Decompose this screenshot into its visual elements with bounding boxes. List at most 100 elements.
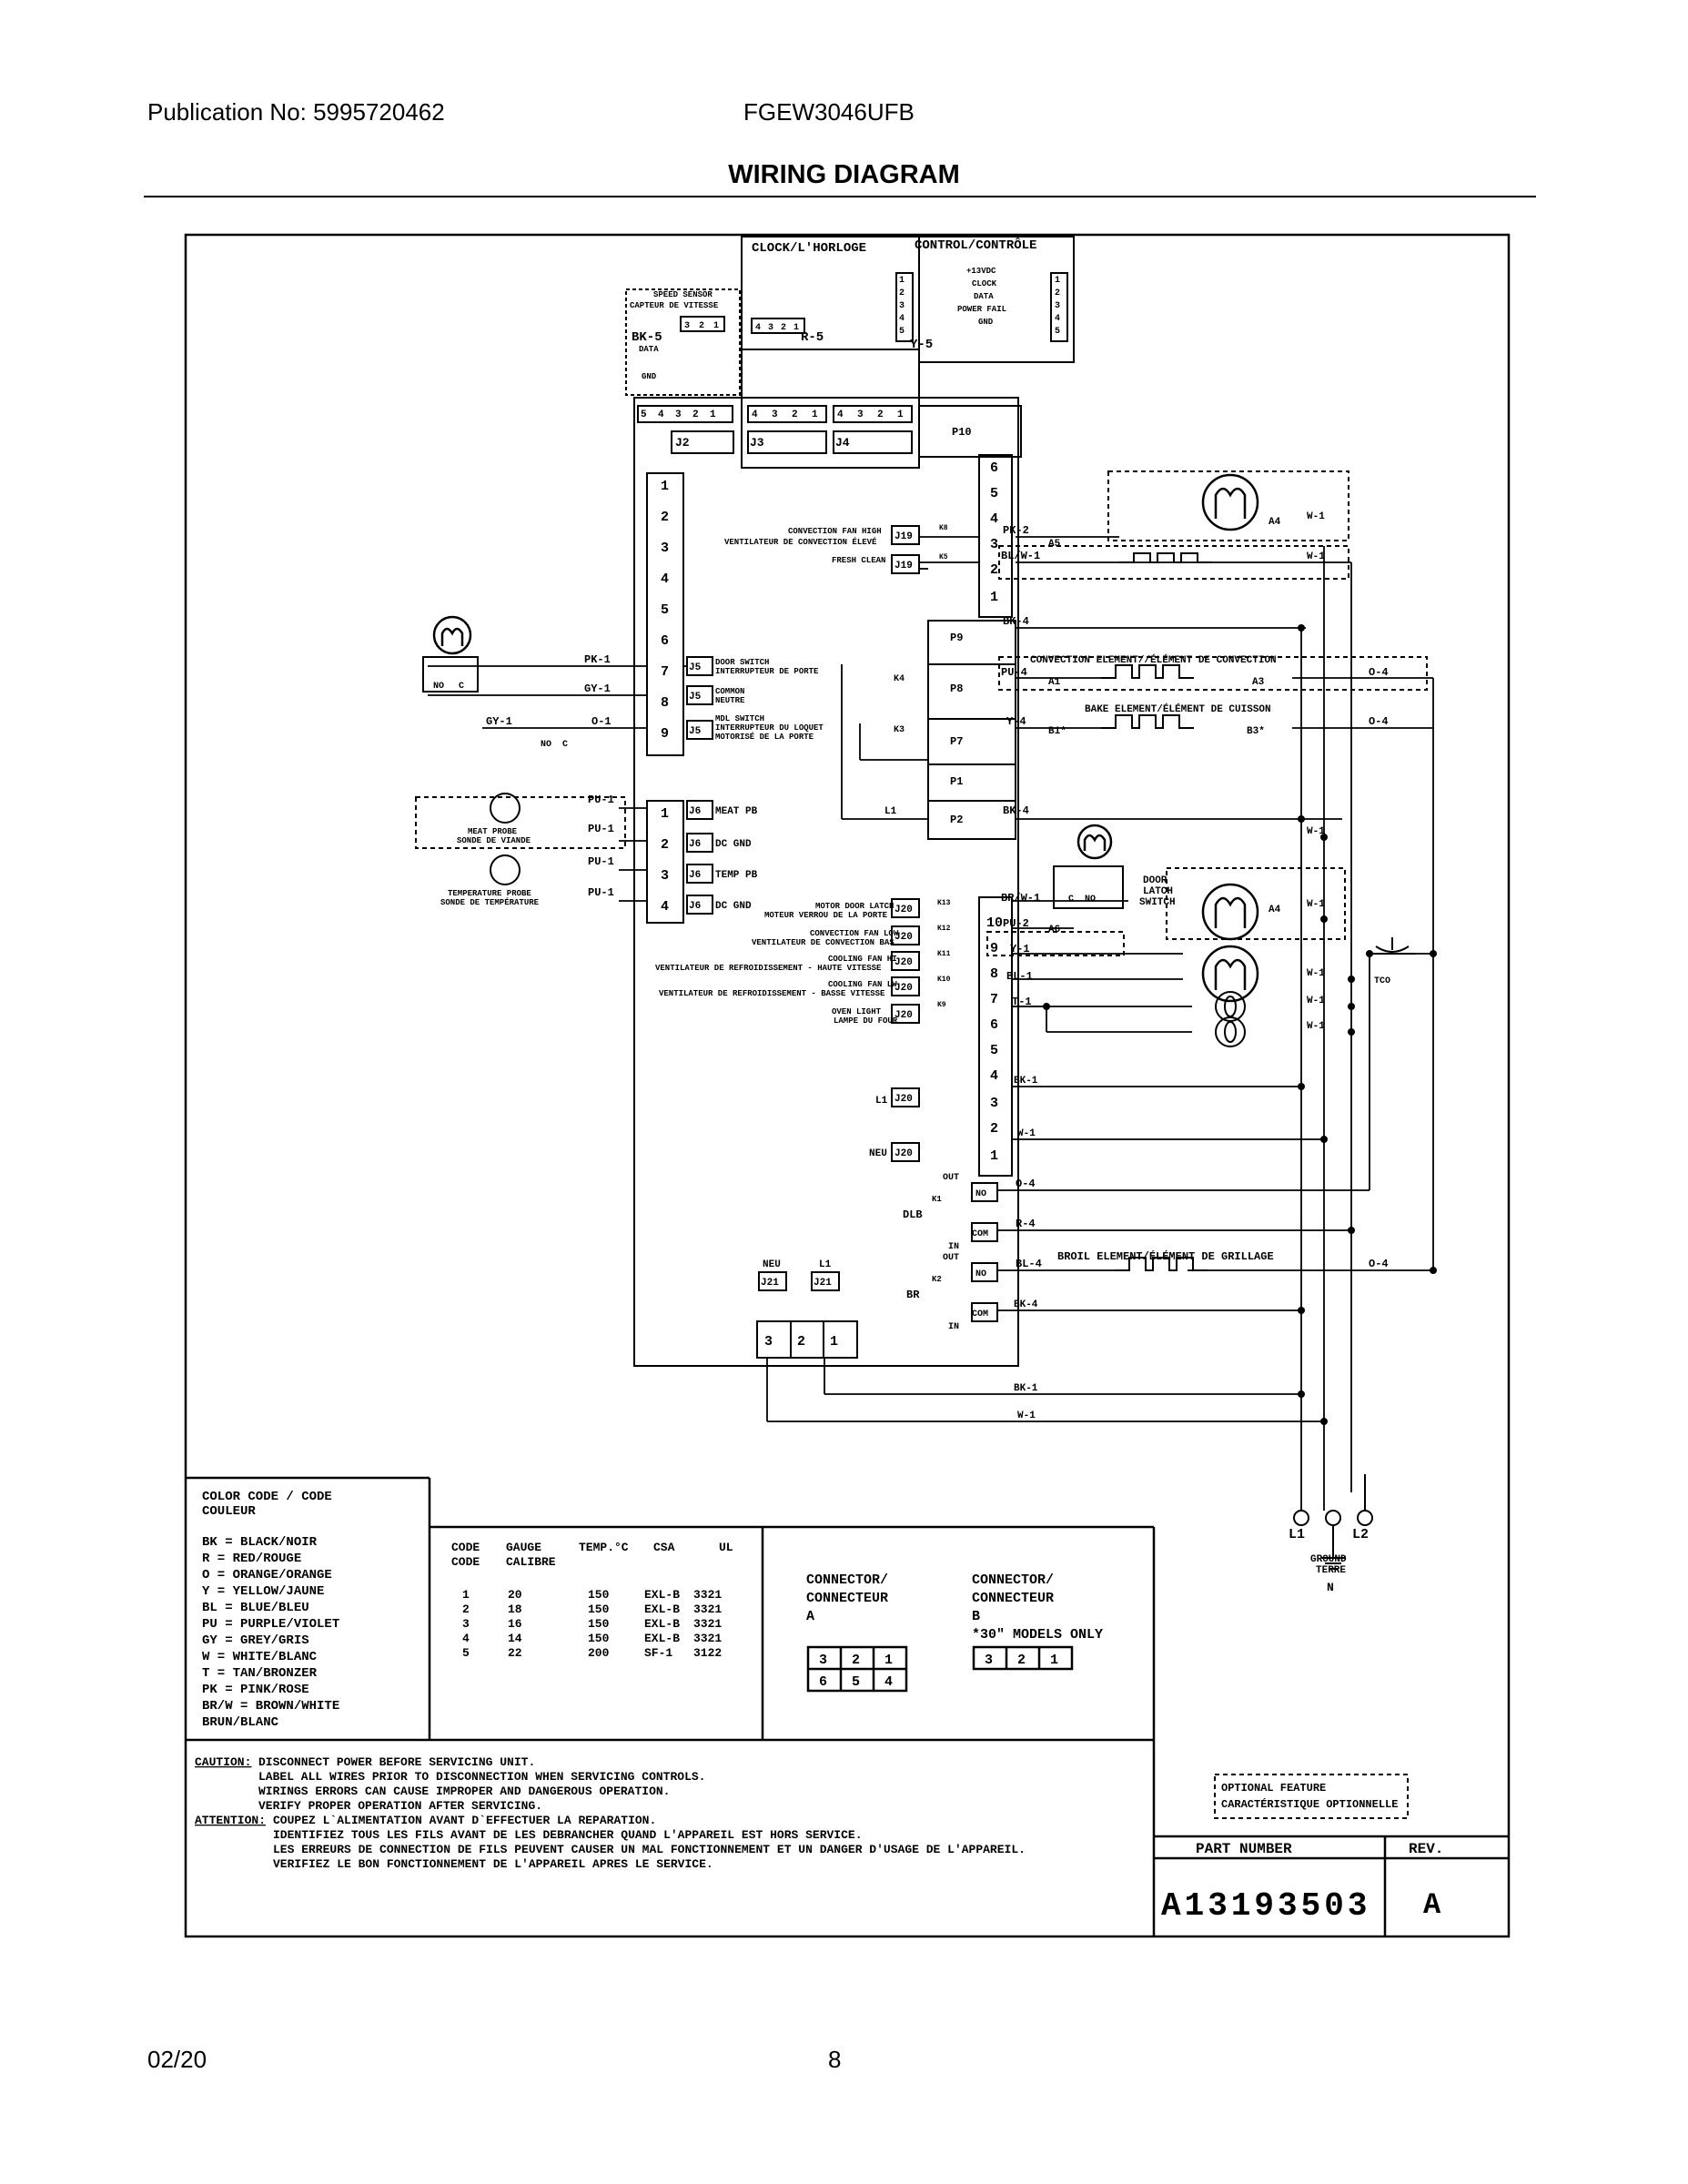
wire-label: GY-1: [486, 715, 512, 728]
pin-number: 5: [641, 410, 647, 420]
attention-line: COUPEZ L`ALIMENTATION AVANT D`EFFECTUER …: [273, 1814, 656, 1827]
wire-label: PU-1: [588, 855, 614, 868]
connector-label: L1: [875, 1096, 888, 1107]
table-cell: 150: [588, 1603, 610, 1616]
color-code-entry: T = TAN/BRONZER: [202, 1666, 318, 1681]
pin-number: 1: [710, 410, 716, 420]
connector-a-label: CONNECTOR/: [806, 1572, 888, 1588]
component-label: C: [1068, 895, 1074, 905]
connector-label: P9: [950, 632, 963, 644]
pin-number: 1: [793, 323, 799, 333]
table-cell: 200: [588, 1646, 610, 1660]
arrow-label: A6: [1048, 925, 1060, 935]
top-pin-groups: [637, 272, 1068, 458]
table-header: CSA: [653, 1541, 675, 1554]
pin-number: 3: [772, 410, 778, 420]
component-label: LATCH: [1143, 886, 1173, 897]
table-header: CODE: [451, 1555, 480, 1569]
optional-dashed-boxes: [415, 470, 1428, 1819]
component-label: CONVECTION FAN HIGH: [788, 527, 882, 536]
pin-number: 1: [1055, 276, 1060, 286]
wire-label: O-4: [1369, 666, 1389, 679]
model-number: FGEW3046UFB: [743, 98, 915, 126]
component-label: COOLING FAN LW: [828, 980, 897, 989]
connector-label: J20: [895, 905, 913, 915]
caution-line: DISCONNECT POWER BEFORE SERVICING UNIT.: [258, 1755, 535, 1769]
connector-legend: CONNECTOR/ CONNECTEUR A 3 2 1 6 5 4 CONN…: [806, 1572, 1103, 1690]
pin-number: 4: [837, 410, 844, 420]
pin-number: 1: [897, 410, 904, 420]
connector-label: IN: [948, 1242, 959, 1252]
table-cell: 16: [508, 1617, 522, 1631]
connector-label: J6: [689, 839, 701, 850]
component-label: TEMP PB: [715, 870, 758, 881]
component-label: FRESH CLEAN: [832, 556, 885, 565]
connector-label: NEU: [869, 1148, 887, 1159]
component-label: MDL SWITCH: [715, 714, 764, 723]
component-label: NO: [1085, 895, 1096, 905]
component-label: DOOR: [1143, 875, 1167, 886]
color-code-entry: PK = PINK/ROSE: [202, 1683, 309, 1697]
connector-label: P2: [950, 814, 963, 826]
pin-number: 2: [990, 1121, 998, 1137]
pin-number: 3: [764, 1334, 773, 1350]
table-header: GAUGE: [506, 1541, 541, 1554]
component-label: NO: [433, 682, 444, 692]
pin-number: 8: [661, 695, 669, 711]
wire-label: Y-5: [910, 338, 933, 352]
connector-label: J21: [814, 1278, 832, 1289]
connector-label: J6: [689, 806, 701, 817]
pin-number: 4: [661, 899, 669, 915]
relay-label: K2: [932, 1275, 942, 1284]
pin-number: 6: [990, 1017, 998, 1033]
component-label: VENTILATEUR DE REFROIDISSEMENT - HAUTE V…: [655, 964, 882, 973]
wire-label: O-1: [591, 715, 612, 728]
wire-label: DATA: [639, 345, 659, 354]
color-code-title: COLOR CODE / CODE: [202, 1490, 332, 1504]
connector-label: J20: [895, 1010, 913, 1021]
pin-number: 6: [990, 460, 998, 476]
table-cell: EXL-B: [644, 1588, 680, 1602]
wire-label: W-1: [1307, 826, 1325, 837]
pin-number: 5: [990, 1043, 998, 1058]
tco-symbol: [1370, 937, 1415, 955]
table-header: UL: [719, 1541, 733, 1554]
footer-page-number: 8: [828, 2046, 842, 2073]
component-label: NO: [541, 740, 551, 750]
connector-label: NEU: [763, 1259, 781, 1270]
wire-label: PU-1: [588, 794, 614, 806]
wire-label: BK-4: [1014, 1299, 1038, 1310]
wire-label: PU-2: [1003, 917, 1029, 930]
table-cell: 2: [462, 1603, 470, 1616]
wire-label: PU-1: [588, 823, 614, 835]
component-label: CONVECTION ELEMENT//ÉLÉMENT DE CONVECTIO…: [1030, 653, 1277, 666]
component-label: SWITCH: [1139, 897, 1176, 908]
bottom-tables: [186, 1476, 1509, 1936]
pin-number: 5: [661, 602, 669, 618]
connector-a-label: CONNECTEUR: [806, 1591, 888, 1606]
pin-number: 4: [1055, 314, 1060, 324]
connector-label: OUT: [943, 1173, 959, 1183]
pin-number: 2: [792, 410, 798, 420]
component-label: GROUND: [1310, 1554, 1347, 1565]
wire-label: GND: [642, 372, 657, 381]
wire-label: BL-1: [1006, 970, 1033, 983]
connector-label: COM: [972, 1229, 988, 1239]
connector-label: P7: [950, 735, 963, 748]
relay-label: K11: [937, 950, 951, 958]
component-label: VENTILATEUR DE CONVECTION ÉLEVÉ: [724, 537, 877, 547]
part-number: A13193503: [1161, 1887, 1370, 1925]
connector-label: L1: [884, 806, 897, 817]
connector-pin: 4: [884, 1674, 893, 1690]
table-cell: 3: [462, 1617, 470, 1631]
pin-number: 3: [1055, 301, 1060, 311]
connector-label: J20: [895, 957, 913, 968]
table-cell: 5: [462, 1646, 470, 1660]
connector-pin: 3: [985, 1653, 993, 1668]
pin-number: 3: [675, 410, 682, 420]
connector-pin: 2: [1017, 1653, 1026, 1668]
rev-label: REV.: [1409, 1841, 1443, 1857]
component-label: DC GND: [715, 901, 752, 912]
wire-label: BR/W-1: [1001, 892, 1040, 905]
